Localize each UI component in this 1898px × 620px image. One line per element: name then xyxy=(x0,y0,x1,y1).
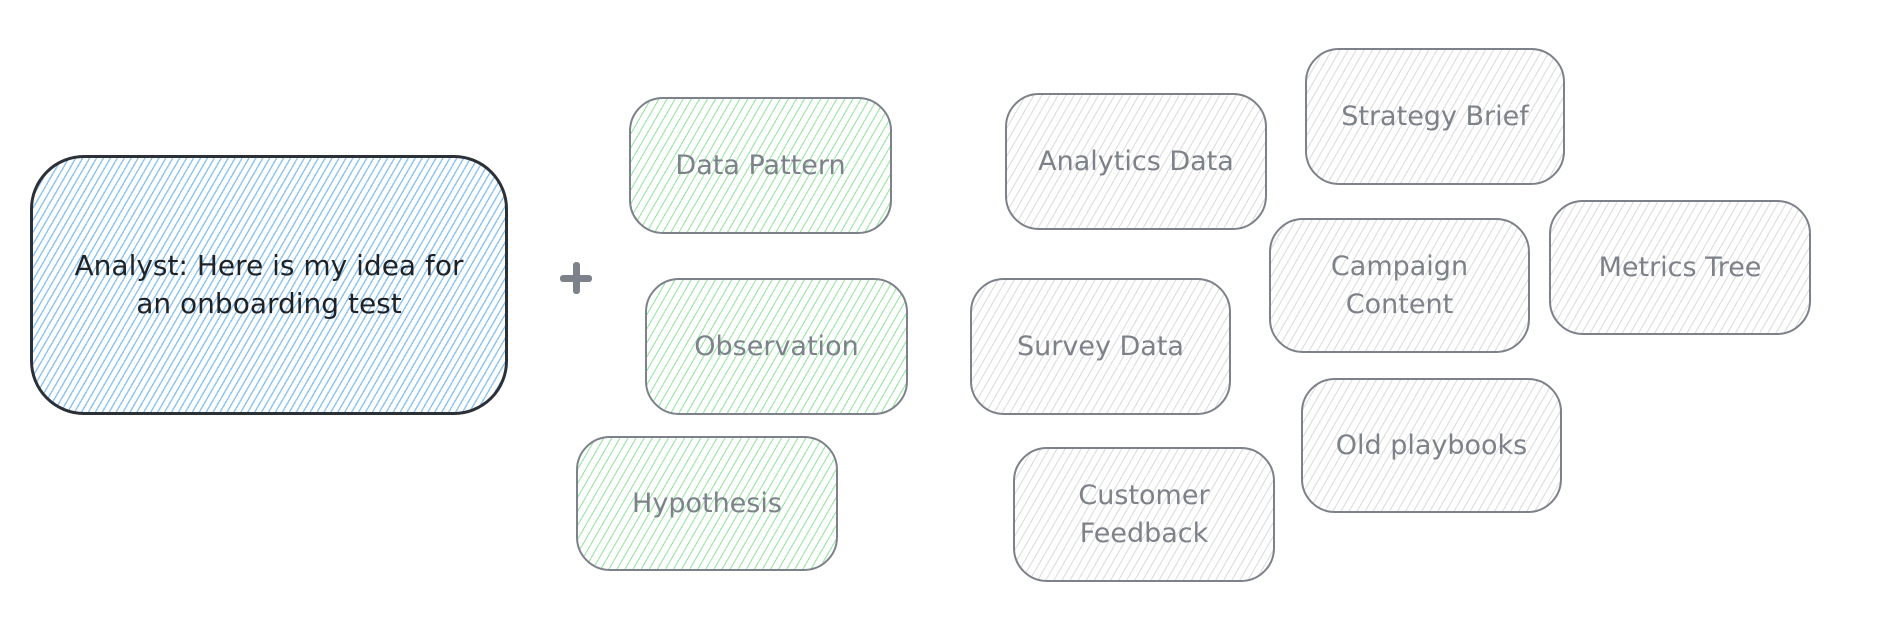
plus-icon xyxy=(556,258,596,298)
card-label: Metrics Tree xyxy=(1598,251,1762,283)
card-label: Customer Feedback xyxy=(1078,479,1210,549)
card-label: Hypothesis xyxy=(632,487,782,519)
source-card-strategy-brief: Strategy Brief xyxy=(1305,48,1565,185)
card-label: Analytics Data xyxy=(1038,145,1234,177)
source-card-campaign-content: Campaign Content xyxy=(1269,218,1530,353)
source-card-metrics-tree: Metrics Tree xyxy=(1549,200,1811,335)
source-card-old-playbooks: Old playbooks xyxy=(1301,378,1562,513)
card-label: Strategy Brief xyxy=(1341,100,1529,132)
source-card-survey-data: Survey Data xyxy=(970,278,1231,415)
input-card-hypothesis: Hypothesis xyxy=(576,436,838,571)
input-card-data-pattern: Data Pattern xyxy=(629,97,892,234)
card-label: Old playbooks xyxy=(1335,429,1528,461)
source-card-analytics-data: Analytics Data xyxy=(1005,93,1267,230)
analyst-idea-card: Analyst: Here is my idea for an onboardi… xyxy=(30,155,508,415)
source-card-customer-feedback: Customer Feedback xyxy=(1013,447,1275,582)
card-label: Campaign Content xyxy=(1330,250,1469,320)
card-label: Data Pattern xyxy=(675,149,846,181)
card-label: Survey Data xyxy=(1017,330,1184,362)
analyst-idea-text: Analyst: Here is my idea for an onboardi… xyxy=(74,249,464,320)
card-label: Observation xyxy=(694,330,859,362)
input-card-observation: Observation xyxy=(645,278,908,415)
